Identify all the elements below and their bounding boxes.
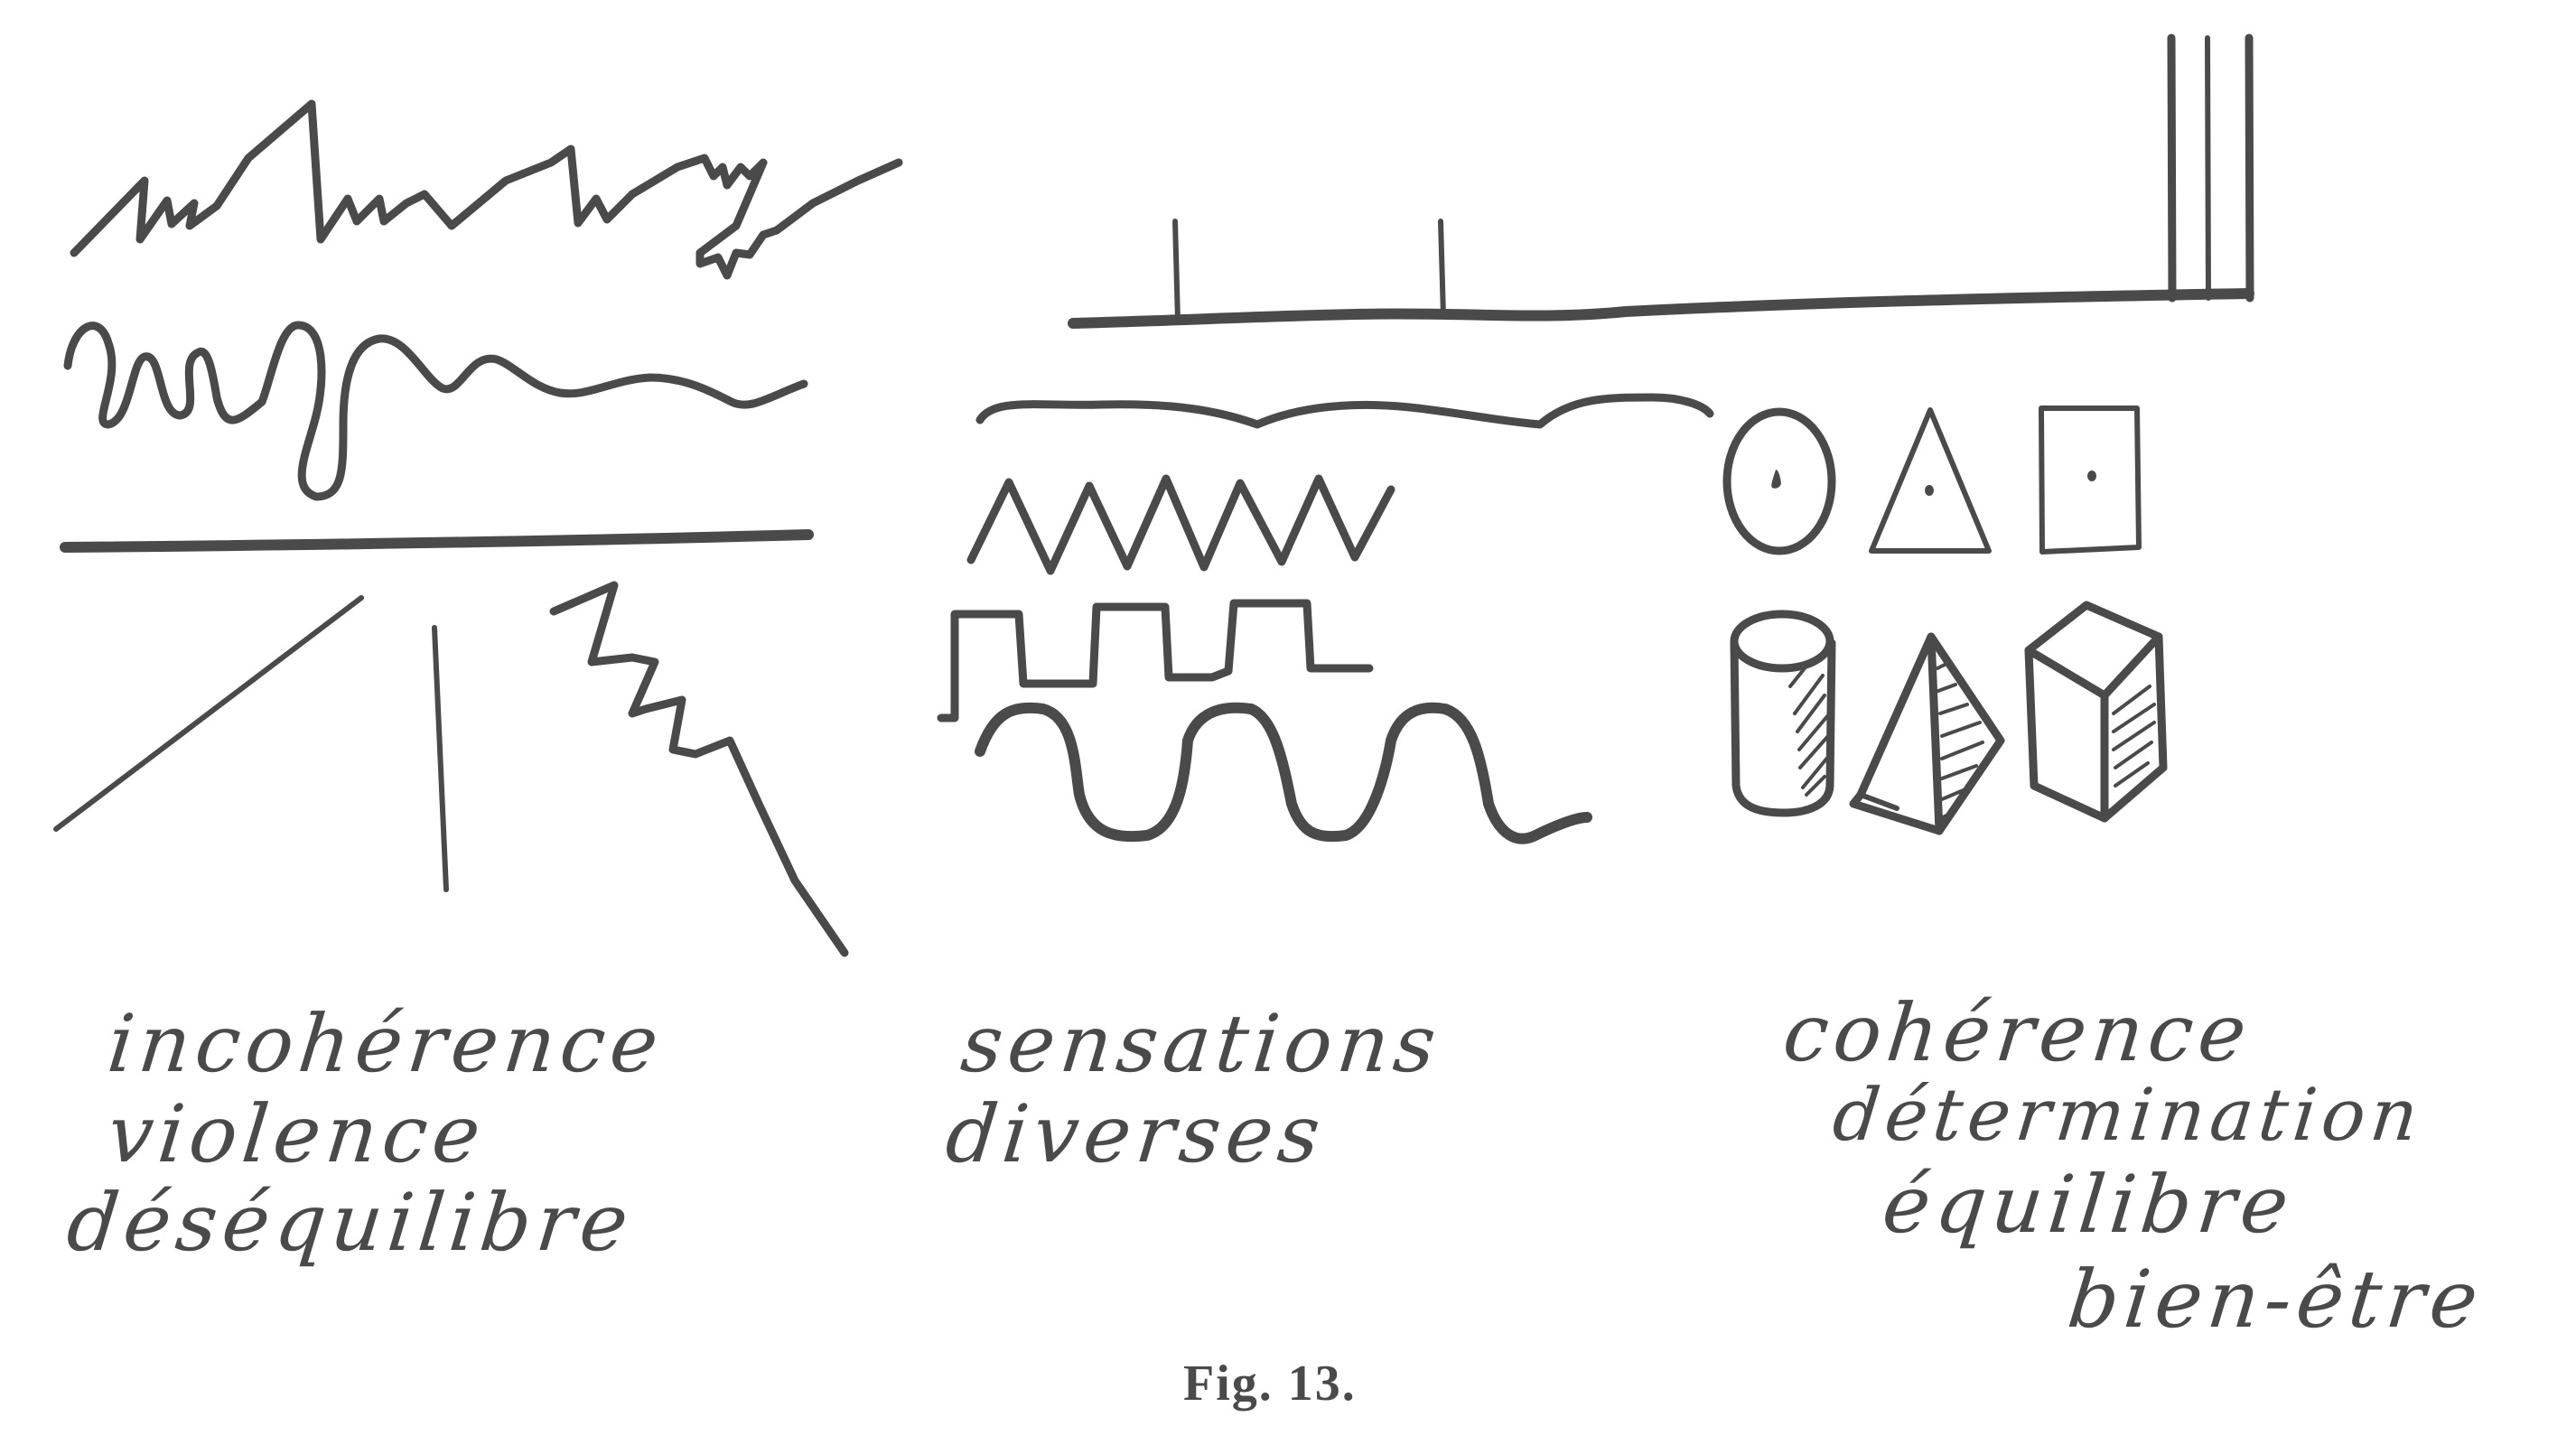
short-tick-2 (1438, 219, 1446, 319)
shaded-cube (2024, 601, 2168, 823)
label-coherence: cohérence (1778, 986, 2256, 1079)
scalloped-arc-line (975, 393, 1714, 429)
label-violence: violence (103, 1087, 490, 1180)
sine-wave (975, 702, 1592, 844)
descending-zigzag-line (549, 581, 849, 957)
tall-line-1 (2167, 33, 2177, 303)
label-determination: détermination (1829, 1073, 2428, 1157)
tall-line-2 (2205, 35, 2211, 301)
jagged-scribble-line (70, 99, 903, 280)
label-sensations: sensations (957, 997, 1446, 1090)
label-diverses: diverses (941, 1087, 1330, 1180)
horizontal-rule (60, 529, 814, 553)
label-bien-etre: bien-être (2063, 1253, 2488, 1346)
short-tick-1 (1172, 219, 1181, 323)
square-wave (937, 599, 1374, 722)
triangle-wave (966, 474, 1395, 575)
middle-column-drawings (937, 393, 1714, 844)
vertical-line (432, 625, 449, 892)
label-desequilibre: déséquilibre (62, 1176, 639, 1269)
irregular-meander-line (63, 321, 808, 501)
square-with-center-dot (2039, 405, 2142, 555)
left-column-drawings (53, 99, 903, 957)
figure-caption: Fig. 13. (1183, 1356, 1357, 1412)
shaded-pyramid (1849, 632, 2005, 835)
circle-with-center-dot (1722, 407, 1836, 555)
baseline-with-ticks (1068, 33, 2254, 329)
triangle-with-center-dot (1869, 407, 1992, 554)
label-incoherence: incohérence (103, 997, 668, 1090)
shaded-cylinder (1730, 610, 1836, 817)
label-equilibre: équilibre (1878, 1158, 2299, 1251)
diagonal-line (53, 595, 364, 832)
tall-line-3 (2245, 33, 2254, 303)
right-column-drawings (1722, 405, 2168, 835)
